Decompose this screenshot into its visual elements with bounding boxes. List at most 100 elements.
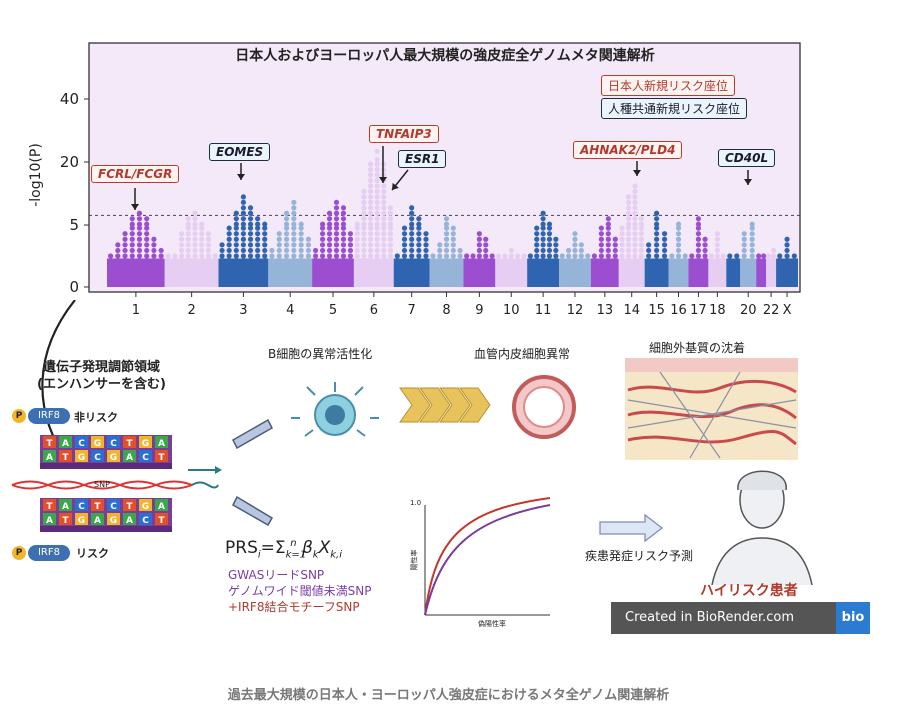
gene-label-eomes: EOMES: [209, 143, 271, 161]
dna-helix-red: [11, 480, 193, 490]
snp-point: [367, 221, 374, 227]
biorender-badge[interactable]: Created in BioRender.com: [611, 602, 836, 634]
snp-point: [185, 221, 191, 227]
snp-point: [702, 247, 708, 254]
snp-point: [695, 221, 702, 227]
dna-base: [91, 450, 104, 462]
snp-point: [367, 242, 374, 248]
snp-point: [136, 236, 143, 242]
snp-point: [675, 221, 682, 227]
snp-point: [464, 253, 470, 259]
dna-base: [155, 450, 168, 462]
snp-point: [361, 199, 367, 205]
snp-point: [247, 205, 254, 211]
snp-point: [409, 231, 415, 237]
dna-base-letter: A: [46, 453, 53, 463]
snp-point: [298, 253, 304, 259]
snp-point: [553, 236, 559, 242]
chromosome-band: [766, 258, 777, 287]
snp-point: [199, 221, 205, 227]
snp-point: [654, 242, 660, 248]
snp-point: [122, 253, 128, 259]
dna-base-letter: C: [78, 502, 85, 512]
dna-base-letter: C: [78, 439, 85, 449]
snp-point: [144, 231, 150, 237]
annotation-arrowhead: [392, 182, 399, 190]
snp-point: [326, 210, 333, 216]
enhancer-subtitle: (エンハンサーを含む): [37, 377, 166, 392]
dna-base: [59, 513, 72, 525]
snp-point: [129, 231, 135, 237]
dna-base-letter: G: [78, 453, 85, 463]
snp-point: [136, 216, 143, 222]
snp-point: [276, 253, 282, 259]
snp-point: [476, 236, 482, 242]
snp-point: [632, 210, 638, 216]
dna-base: [43, 450, 56, 462]
snp-point: [226, 253, 232, 259]
snp-point: [361, 194, 367, 200]
snp-point: [374, 161, 380, 167]
snp-point: [654, 253, 660, 259]
snp-point: [546, 236, 553, 242]
x-tick-label: 3: [239, 303, 247, 318]
snp-point: [632, 247, 638, 254]
gene-label-ahnak2: AHNAK2/PLD4: [573, 141, 683, 159]
dna-base-letter: G: [142, 439, 149, 449]
snp-point: [534, 225, 540, 231]
chromosome-band: [495, 258, 528, 287]
snp-point: [240, 225, 247, 231]
snp-point: [625, 247, 632, 254]
dna-base-letter: T: [94, 502, 101, 512]
figure-caption: 過去最大規模の日本人・ヨーロッパ人強皮症におけるメタ全ゲノム関連解析: [227, 688, 670, 703]
x-tick-label: 18: [709, 303, 726, 318]
snp-point: [367, 225, 374, 231]
snp-point: [233, 221, 239, 227]
snp-point: [553, 247, 559, 254]
snp-point: [340, 221, 347, 227]
dna-base-letter: T: [158, 453, 165, 463]
snp-point: [598, 225, 604, 231]
snp-point: [565, 247, 572, 254]
b-cell-illustration: [291, 382, 379, 437]
snp-point: [298, 247, 304, 254]
snp-point: [185, 236, 191, 242]
snp-point: [632, 236, 638, 242]
snp-point: [178, 231, 185, 237]
snp-point: [702, 242, 708, 248]
roc-curve-chart: [424, 497, 551, 616]
snp-point: [632, 194, 638, 200]
snp-point: [387, 205, 394, 211]
snp-point: [233, 210, 239, 216]
snp-point: [714, 253, 720, 259]
snp-point: [205, 236, 212, 242]
annotation-arrows: [131, 146, 752, 210]
snp-point: [319, 236, 326, 242]
snp-point: [269, 253, 275, 259]
snp-point: [638, 216, 645, 222]
snp-point: [185, 216, 191, 222]
snp-point: [276, 236, 282, 242]
chromosome-band: [559, 258, 591, 287]
snp-point: [476, 247, 482, 254]
snp-point: [401, 236, 408, 242]
snp-point: [347, 242, 354, 248]
dna-base-letter: A: [126, 453, 133, 463]
snp-point: [233, 231, 239, 237]
snp-point: [283, 247, 290, 254]
snp-point: [381, 205, 387, 211]
snp-point: [625, 242, 632, 248]
x-tick-label: 2: [187, 303, 195, 318]
snp-point: [192, 225, 198, 231]
snp-point: [749, 253, 755, 259]
snp-point: [326, 253, 333, 259]
endothelial-label: 血管内皮細胞異常: [474, 347, 571, 361]
snp-point: [136, 221, 143, 227]
snp-point: [367, 199, 374, 205]
snp-point: [605, 225, 611, 231]
irf8-badge-1: IRF8: [28, 408, 70, 424]
snp-point: [695, 253, 702, 259]
snp-point: [605, 242, 611, 248]
